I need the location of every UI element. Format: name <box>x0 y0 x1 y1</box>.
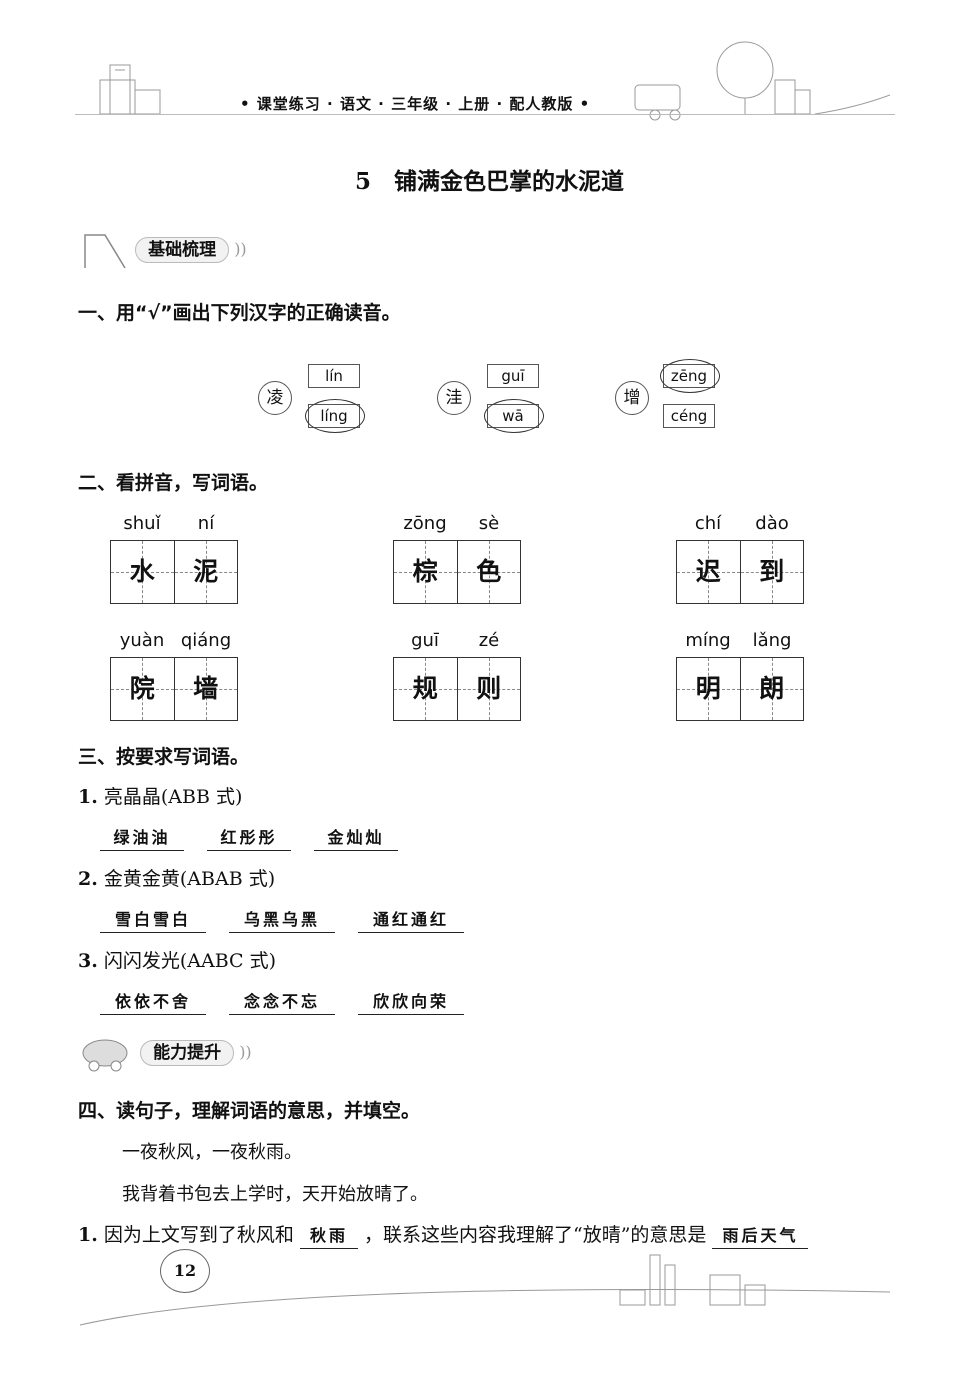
item-number: 3. <box>78 950 98 972</box>
item-text: 金黄金黄(ABAB 式) <box>103 868 276 890</box>
answer-blank[interactable]: 秋雨 <box>299 1222 358 1249</box>
answer-blank[interactable]: 雨后天气 <box>712 1222 809 1249</box>
reading-line-1: 一夜秋风，一夜秋雨。 <box>122 1142 302 1163</box>
char-cell: 迟 <box>677 541 740 603</box>
q2-word-2: zōng sè 棕 色 <box>393 513 521 604</box>
header-text: • 课堂练习 · 语文 · 三年级 · 上册 · 配人教版 • <box>240 95 591 113</box>
section-basics-badge: 基础梳理 )) <box>80 230 247 270</box>
car-icon <box>82 1039 128 1072</box>
pinyin: guī <box>411 630 439 651</box>
pinyin: sè <box>478 513 500 534</box>
q1-prompt: 一、用“√”画出下列汉字的正确读音。 <box>78 302 401 324</box>
pinyin: zé <box>478 630 500 651</box>
pinyin: lǎng <box>752 630 792 651</box>
tianzige-box: 水 泥 <box>110 540 238 604</box>
section-ability-label: 能力提升 <box>140 1039 235 1066</box>
page-number: 12 <box>160 1249 210 1293</box>
q4-prompt: 四、读句子，理解词语的意思，并填空。 <box>78 1100 421 1122</box>
answer-circle-mark <box>305 399 365 433</box>
pinyin: ní <box>197 513 215 534</box>
tianzige-box: 规 则 <box>393 657 521 721</box>
answer-blank[interactable]: 雪白雪白 <box>100 906 206 933</box>
answer-circle-mark <box>660 359 720 393</box>
char-cell: 则 <box>456 658 521 720</box>
wave-icon: )) <box>239 1042 252 1062</box>
pinyin: zōng <box>403 513 447 534</box>
tianzige-box: 院 墙 <box>110 657 238 721</box>
char-cell: 棕 <box>394 541 457 603</box>
q1-char: 增 <box>615 381 649 415</box>
q1-option-a: lín <box>308 364 360 388</box>
slide-icon <box>84 234 126 269</box>
item-number: 2. <box>78 868 98 890</box>
char-cell: 水 <box>111 541 174 603</box>
q1-item-1: 凌 lín líng <box>258 362 378 433</box>
q1-item-3: 增 zēng céng <box>615 359 735 432</box>
reading-line-2: 我背着书包去上学时，天开始放晴了。 <box>122 1184 428 1205</box>
q1-item-2: 洼 guī wā <box>437 362 557 433</box>
q2-prompt: 二、看拼音，写词语。 <box>78 472 269 494</box>
section-basics-label: 基础梳理 <box>135 236 230 263</box>
q2-word-3: chí dào 迟 到 <box>676 513 804 604</box>
answer-blank[interactable]: 依依不舍 <box>100 988 206 1015</box>
q2-word-6: míng lǎng 明 朗 <box>676 630 804 721</box>
answer-blank[interactable]: 通红通红 <box>358 906 464 933</box>
answer-blank[interactable]: 欣欣向荣 <box>358 988 464 1015</box>
q1-char: 凌 <box>258 381 292 415</box>
header-rule <box>75 114 895 115</box>
q1-option-a: zēng <box>660 359 720 393</box>
char-cell: 明 <box>677 658 740 720</box>
pinyin: qiáng <box>180 630 232 651</box>
char-cell: 规 <box>394 658 457 720</box>
q3-item-1: 1. 亮晶晶(ABB 式) <box>78 782 242 809</box>
item-text: 亮晶晶(ABB 式) <box>103 786 243 808</box>
item-number: 1. <box>78 1224 98 1246</box>
tianzige-box: 迟 到 <box>676 540 804 604</box>
q2-word-1: shuǐ ní 水 泥 <box>110 513 238 604</box>
q3-item-2: 2. 金黄金黄(ABAB 式) <box>78 864 275 891</box>
item-number: 1. <box>78 786 98 808</box>
answer-blank[interactable]: 红彤彤 <box>207 824 291 851</box>
wave-icon: )) <box>234 239 247 259</box>
q4-sub1: 1. 因为上文写到了秋风和 秋雨 ，联系这些内容我理解了“放晴”的意思是 雨后天… <box>78 1220 809 1249</box>
q1-char: 洼 <box>437 381 471 415</box>
item-text: 闪闪发光(AABC 式) <box>103 950 277 972</box>
tianzige-box: 明 朗 <box>676 657 804 721</box>
pinyin: yuàn <box>119 630 165 651</box>
q2-word-4: yuàn qiáng 院 墙 <box>110 630 238 721</box>
pinyin: dào <box>755 513 789 534</box>
answer-blank[interactable]: 念念不忘 <box>229 988 335 1015</box>
q2-word-5: guī zé 规 则 <box>393 630 521 721</box>
q1-option-b: líng <box>305 399 365 433</box>
tianzige-box: 棕 色 <box>393 540 521 604</box>
q3-prompt: 三、按要求写词语。 <box>78 746 250 768</box>
pinyin: shuǐ <box>123 513 161 534</box>
sentence-part: 因为上文写到了秋风和 <box>103 1224 294 1246</box>
q1-option-b: céng <box>663 404 715 428</box>
footer-decoration <box>80 1254 891 1326</box>
answer-blank[interactable]: 金灿灿 <box>314 824 398 851</box>
lesson-title: 5 铺满金色巴掌的水泥道 <box>354 168 624 195</box>
answer-blank[interactable]: 绿油油 <box>100 824 184 851</box>
char-cell: 墙 <box>173 658 238 720</box>
char-cell: 朗 <box>739 658 804 720</box>
answer-circle-mark <box>484 399 544 433</box>
char-cell: 色 <box>456 541 521 603</box>
q1-option-b: wā <box>484 399 544 433</box>
q3-item-3: 3. 闪闪发光(AABC 式) <box>78 946 276 973</box>
pinyin: míng <box>685 630 731 651</box>
q1-option-a: guī <box>487 364 539 388</box>
answer-blank[interactable]: 乌黑乌黑 <box>229 906 335 933</box>
section-ability-badge: 能力提升 )) <box>80 1033 252 1073</box>
char-cell: 到 <box>739 541 804 603</box>
char-cell: 院 <box>111 658 174 720</box>
sentence-part: ，联系这些内容我理解了“放晴”的意思是 <box>364 1224 707 1246</box>
pinyin: chí <box>694 513 722 534</box>
char-cell: 泥 <box>173 541 238 603</box>
